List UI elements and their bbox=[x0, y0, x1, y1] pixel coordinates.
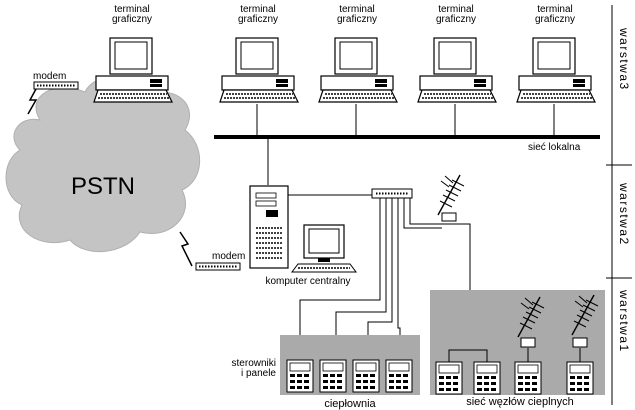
substation-controller-2 bbox=[473, 361, 501, 395]
terminal-3-title: terminal bbox=[339, 4, 375, 15]
terminal-5 bbox=[516, 37, 596, 103]
modem-top bbox=[27, 81, 79, 115]
layer2-label: warstwa2 bbox=[617, 182, 631, 246]
terminal-2-subtitle: graficzny bbox=[238, 14, 278, 25]
controllers-label-line2: i panele bbox=[241, 368, 276, 379]
terminal-5-subtitle: graficzny bbox=[535, 14, 575, 25]
terminal-4-title: terminal bbox=[438, 4, 474, 15]
layer-axis bbox=[606, 5, 632, 405]
substation-links bbox=[448, 348, 581, 362]
central-server bbox=[249, 185, 289, 269]
terminal-3-subtitle: graficzny bbox=[337, 14, 377, 25]
modem-bottom bbox=[179, 231, 241, 271]
layer1-label: warstwa1 bbox=[617, 289, 631, 353]
substation-controller-3 bbox=[514, 361, 542, 395]
controllers-label-line1: sterowniki bbox=[232, 358, 276, 369]
central-computer-label: komputer centralny bbox=[265, 276, 350, 287]
layer3-label: warstwa3 bbox=[617, 27, 631, 91]
terminal-4 bbox=[417, 37, 497, 103]
terminal-1 bbox=[93, 37, 173, 103]
substation-controller-4 bbox=[566, 361, 594, 395]
terminal-1-subtitle: graficzny bbox=[112, 14, 152, 25]
modem-bottom-label: modem bbox=[212, 251, 245, 262]
radio-antenna-substation-2 bbox=[571, 294, 599, 348]
boiler-controller-3 bbox=[352, 359, 380, 393]
hub bbox=[371, 188, 413, 199]
pstn-label: PSTN bbox=[71, 173, 135, 200]
boiler-label: ciepłownia bbox=[324, 398, 376, 410]
substations-label: sieć węzłów cieplnych bbox=[466, 396, 574, 408]
modem-top-label: modem bbox=[33, 71, 66, 82]
substation-controller-1 bbox=[435, 361, 463, 395]
terminal-2-title: terminal bbox=[240, 4, 276, 15]
terminal-3 bbox=[318, 37, 398, 103]
boiler-controller-2 bbox=[319, 359, 347, 393]
terminal-5-title: terminal bbox=[537, 4, 573, 15]
lan-bus bbox=[214, 104, 600, 185]
terminal-2 bbox=[219, 37, 299, 103]
terminal-4-subtitle: graficzny bbox=[436, 14, 476, 25]
terminal-1-title: terminal bbox=[114, 4, 150, 15]
central-monitor bbox=[291, 224, 357, 273]
radio-antenna-central bbox=[437, 174, 465, 222]
boiler-controller-4 bbox=[385, 359, 413, 393]
boiler-controller-1 bbox=[286, 359, 314, 393]
lan-label: sieć lokalna bbox=[528, 142, 581, 153]
radio-antenna-substation-1 bbox=[517, 296, 545, 348]
